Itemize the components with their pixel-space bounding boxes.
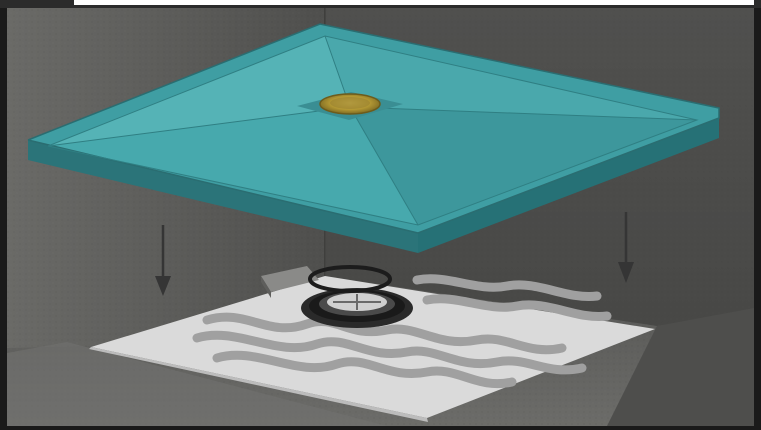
caption-strip [74, 0, 754, 5]
installation-scene [7, 8, 754, 426]
drain-body [301, 288, 413, 328]
scene-svg [7, 8, 754, 426]
